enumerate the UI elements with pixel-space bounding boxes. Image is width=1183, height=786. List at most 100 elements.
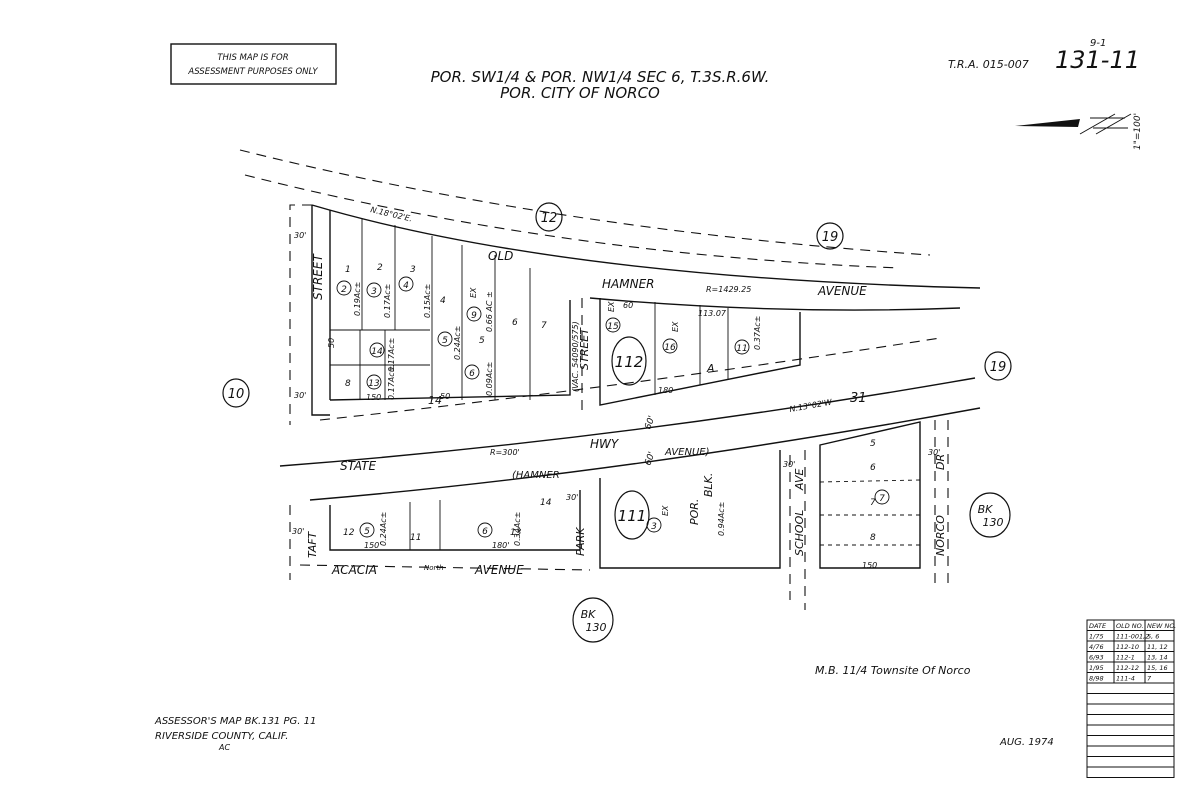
- parcel-ex: EX: [661, 505, 670, 516]
- por-label: POR.: [688, 499, 701, 525]
- parcel-circle: [366, 374, 382, 390]
- dim-50: 50: [327, 338, 336, 348]
- draftsman-initials: AC: [218, 743, 230, 752]
- revision-cell: 7: [1147, 675, 1152, 683]
- circled-12-label: 12: [541, 211, 558, 226]
- bk130-right-line-2: 130: [983, 516, 1004, 529]
- revision-cell: 11, 12: [1147, 643, 1168, 651]
- street-park: PARK: [574, 527, 587, 556]
- street-norco: NORCO: [934, 515, 947, 556]
- circled-block-112: [611, 336, 647, 386]
- circled-10-left: [222, 378, 250, 408]
- street-hamner: HAMNER: [602, 277, 654, 291]
- parcel-ex: EX: [607, 301, 616, 312]
- parcel-circle: [464, 364, 480, 380]
- hwy-31: 31: [850, 391, 867, 406]
- street-avenue-top: AVENUE: [817, 284, 867, 298]
- parcel-circle: [734, 339, 750, 355]
- lot-number: 2: [377, 263, 383, 273]
- parcel-area: 0.19Ac±: [353, 282, 362, 316]
- street-dr: DR: [934, 454, 947, 470]
- dim-60-lot: 60: [623, 301, 633, 310]
- street-avenue-bottom: AVENUE: [474, 563, 524, 577]
- block-111-label: 111: [618, 507, 647, 525]
- revision-cell: 13, 14: [1147, 654, 1168, 662]
- parcel-circle: [466, 306, 482, 322]
- lot-number: 6: [870, 463, 876, 473]
- tra-code: T.R.A. 015-007: [948, 58, 1029, 71]
- circled-bk130-right: [969, 492, 1011, 538]
- revision-header: DATE: [1089, 622, 1107, 630]
- revision-header: OLD NO.: [1116, 622, 1144, 630]
- assessment-notice: THIS MAP IS FOR ASSESSMENT PURPOSES ONLY: [170, 43, 337, 85]
- parcel-id: 6: [469, 369, 475, 379]
- street-taft: TAFT: [306, 530, 319, 558]
- parcel-circle: [336, 280, 352, 296]
- circled-19-top: [816, 222, 844, 250]
- revision-cell: 4/76: [1089, 643, 1104, 651]
- dim-150-right: 150: [862, 561, 877, 570]
- street-state: STATE: [340, 459, 377, 473]
- county-ref: RIVERSIDE COUNTY, CALIF.: [155, 731, 288, 742]
- map-number-small: 9-1: [1090, 38, 1106, 49]
- dim-180: 180: [658, 386, 673, 395]
- parcel-area: 0.15Ac±: [423, 284, 432, 318]
- lot-number: 3: [410, 265, 416, 275]
- parcel-id: 3: [371, 287, 377, 297]
- parcel-ex: EX: [469, 287, 478, 298]
- parcel-area: 0.17Ac±: [383, 284, 392, 318]
- dim-30: 30': [292, 527, 304, 536]
- bk130-bottom-line-2: 130: [586, 621, 607, 634]
- street-left: STREET: [311, 253, 325, 300]
- bk130-right-line-1: BK: [978, 503, 994, 516]
- notice-line-2: ASSESSMENT PURPOSES ONLY: [187, 67, 318, 77]
- circled-bk130-bottom: [572, 597, 614, 643]
- circled-19-right-label: 19: [990, 360, 1007, 375]
- parcel-id: 15: [607, 322, 619, 332]
- parcel-circle: [477, 522, 493, 538]
- parcel-area: 0.24Ac±: [453, 326, 462, 360]
- street-hwy: HWY: [590, 437, 620, 451]
- parcel-circle: [874, 489, 890, 505]
- map-title-line-2: POR. CITY OF NORCO: [500, 84, 660, 102]
- circled-10-label: 10: [228, 387, 245, 402]
- dim-150: 150: [366, 393, 381, 402]
- revision-cell: 8/98: [1089, 675, 1104, 683]
- vacated-note: (VAC. 54090/575): [571, 321, 580, 392]
- lot-number: 13: [510, 528, 522, 538]
- curve-r300: R=300': [490, 448, 520, 457]
- bearing-n13: N.13°02'W: [789, 397, 834, 414]
- lot-number: 12: [343, 528, 355, 538]
- circled-12-top: [535, 202, 563, 232]
- parcel-area: 0.34Ac±: [513, 512, 522, 546]
- lot-number: 5: [870, 439, 876, 449]
- parcel-id: 4: [403, 281, 409, 291]
- lot-number: 14: [428, 394, 442, 407]
- parcel-id: 5: [364, 527, 370, 537]
- lot-number: 8: [345, 379, 351, 389]
- dim-30: 30': [294, 391, 306, 400]
- curve-r1429: R=1429.25: [706, 285, 751, 294]
- revision-cell: 15, 16: [1147, 664, 1168, 672]
- dim-150-bottom: 150': [364, 541, 381, 550]
- lot-number: 14: [540, 498, 552, 508]
- parcel-area: 0.37Ac±: [753, 316, 762, 350]
- map-number: 131-11: [1055, 46, 1140, 74]
- map-title-line-1: POR. SW1/4 & POR. NW1/4 SEC 6, T.3S.R.6W…: [431, 68, 770, 86]
- street-mid: STREET: [578, 327, 591, 370]
- circled-block-111: [614, 490, 650, 540]
- dim-113: 113.07: [698, 309, 727, 318]
- blk-label: BLK.: [702, 473, 715, 497]
- parcel-id: 13: [368, 379, 380, 389]
- circled-19-right: [984, 351, 1012, 381]
- street-avenue-paren: AVENUE): [664, 447, 710, 458]
- street-ave: AVE: [793, 468, 806, 491]
- revision-cell: 111-001,2: [1116, 633, 1149, 641]
- north-note: North: [424, 564, 444, 572]
- lot-number: 8: [870, 533, 876, 543]
- dim-30: 30': [783, 460, 795, 469]
- parcel-circle: [369, 342, 385, 358]
- dim-60b: 60': [643, 451, 657, 468]
